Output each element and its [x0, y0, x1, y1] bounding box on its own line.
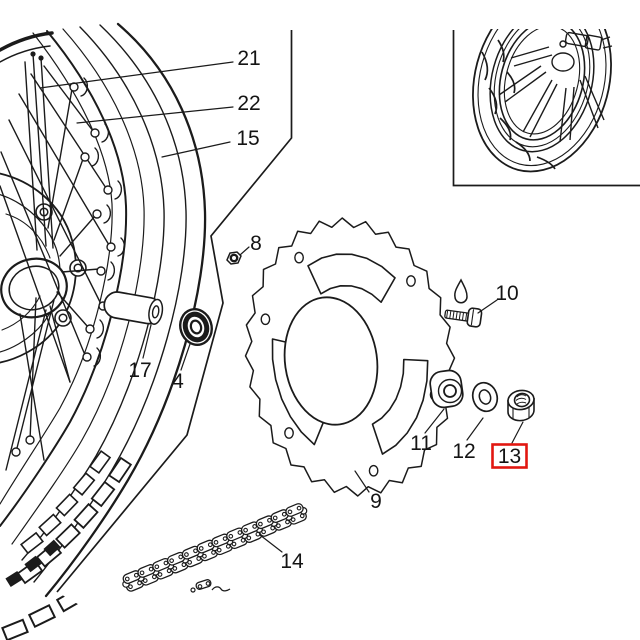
callout-17: 17 — [128, 324, 152, 382]
leader-line — [76, 106, 234, 124]
callout-8: 8 — [239, 232, 262, 256]
leader-line — [161, 141, 231, 158]
leader-line — [354, 470, 370, 493]
callout-22: 22 — [76, 92, 261, 124]
spoke-nipples — [11, 77, 126, 457]
callout-15: 15 — [161, 127, 260, 158]
drive-chain-part-14 — [122, 503, 308, 592]
callout-13-label[interactable]: 13 — [498, 445, 521, 468]
leader-line — [259, 534, 283, 553]
chain-master-link — [190, 579, 231, 593]
sprocket-bolt-part-10 — [444, 278, 483, 328]
callout-17-label[interactable]: 17 — [128, 359, 151, 382]
callout-21: 21 — [39, 47, 261, 89]
rear-sprocket-part — [244, 217, 456, 497]
spacer-bushing-part-11 — [429, 369, 464, 409]
small-nut-part-8 — [226, 251, 242, 265]
leader-line — [142, 324, 152, 359]
callout-10-label[interactable]: 10 — [495, 282, 518, 305]
callout-15-label[interactable]: 15 — [236, 127, 259, 150]
callout-21-label[interactable]: 21 — [237, 47, 260, 70]
callout-13-highlighted[interactable]: 13 — [491, 421, 528, 469]
highlight-box — [491, 443, 528, 469]
washer-part-12 — [471, 381, 499, 413]
callout-11-label[interactable]: 11 — [410, 432, 432, 455]
callout-4: 4 — [172, 343, 191, 393]
leader-line — [180, 343, 191, 371]
callout-22-label[interactable]: 22 — [237, 92, 260, 115]
axle-spacer-part-17 — [103, 291, 164, 325]
callout-8-label[interactable]: 8 — [250, 232, 262, 255]
callout-12-label[interactable]: 12 — [452, 440, 475, 463]
bolt-threads — [446, 310, 468, 321]
axle-nut-part-13 — [507, 389, 535, 422]
callout-11: 11 — [410, 408, 445, 455]
spokes — [0, 53, 110, 471]
inset-wheel-spokes — [498, 46, 605, 143]
inset-wheel-box — [452, 29, 640, 187]
callout-14-label[interactable]: 14 — [280, 550, 304, 573]
oil-drop-icon — [454, 278, 468, 304]
wheel-bearing-part-4 — [179, 308, 213, 346]
callout-4-label[interactable]: 4 — [172, 370, 184, 393]
inset-tyre-grooves — [481, 39, 556, 170]
leader-line — [466, 417, 484, 441]
inset-cast-wheel-drawing — [472, 29, 613, 173]
leader-line — [239, 246, 250, 256]
leader-line — [424, 408, 445, 434]
hub-ear-tabs — [35, 203, 87, 327]
callout-9-label[interactable]: 9 — [370, 490, 382, 513]
leader-line — [511, 421, 524, 444]
callout-9: 9 — [354, 470, 382, 513]
inset-box-border — [452, 30, 640, 187]
section-boundary-line — [56, 30, 293, 593]
leader-line — [477, 299, 498, 314]
callout-10: 10 — [477, 282, 519, 314]
callout-12: 12 — [452, 417, 484, 463]
inset-axle-hardware — [559, 31, 613, 51]
spoked-wheel-drawing — [0, 22, 207, 640]
leader-line — [39, 61, 234, 89]
tyre-tread-blocks — [1, 449, 133, 640]
callout-14: 14 — [259, 534, 304, 573]
